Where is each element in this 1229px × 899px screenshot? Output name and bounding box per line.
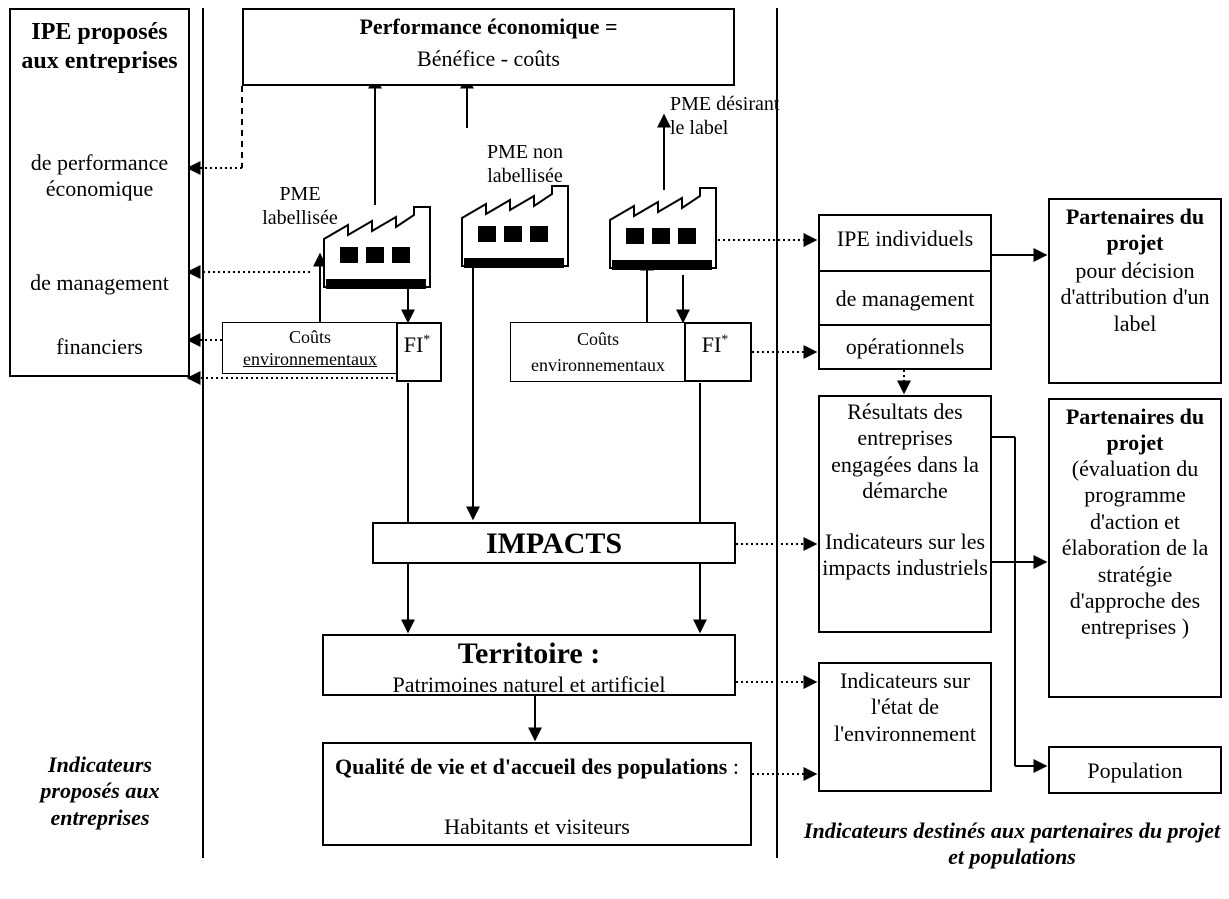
resultats-box: Résultats des entreprises engagées dans … [818,395,992,633]
cost-right-label-1: Coûts [576,329,619,349]
sme-wanting-label: PME désirant le label [670,93,780,139]
factory-icon [323,206,431,289]
factory-icon [461,185,569,268]
factory-icon [609,187,717,270]
left-item-financiers: financiers [56,334,143,359]
fi-label-right: FI* [701,332,729,357]
de-management-label: de management [835,286,975,311]
population-box: Population [1048,746,1222,794]
left-caption: Indicateurs proposés aux entreprises [40,752,160,830]
performance-subtitle: Bénéfice - coûts [417,46,560,71]
performance-title: Performance économique = [359,14,618,39]
cost-box-right: Coûts environnementaux [510,322,686,382]
operationnels-label: opérationnels [845,334,965,359]
cost-left-label-2: environnementaux [243,349,377,369]
qualite-subtitle: Habitants et visiteurs [444,814,630,839]
cost-left-label-1: Coûts [288,327,331,347]
partenaires-2-title: Partenaires du projet [1065,404,1205,456]
cost-box-left: Coûts environnementaux [222,322,398,374]
etat-environnement-box: Indicateurs sur l'état de l'environnemen… [818,662,992,792]
partenaires-2-text: (évaluation du programme d'action et éla… [1061,456,1209,640]
fi-box-right: FI* [684,322,752,382]
impacts-box: IMPACTS [372,522,736,564]
left-item-performance: de performance économique [30,150,169,202]
left-item-management: de management [30,270,169,295]
territoire-box: Territoire : Patrimoines naturel et arti… [322,634,736,697]
partenaires-1-text: pour décision d'attribution d'un label [1060,258,1210,336]
partenaires-1-title: Partenaires du projet [1065,204,1205,256]
qualite-title: Qualité de vie et d'accueil des populati… [335,754,739,779]
territoire-title: Territoire : [457,637,601,670]
ipe-individuels-label: IPE individuels [836,226,974,251]
left-ipe-panel: IPE proposés aux entreprises de performa… [9,8,190,377]
cost-right-label-2: environnementaux [531,355,665,375]
ipe-individuels-box: IPE individuels de management opérationn… [818,214,992,370]
partenaires-box-2: Partenaires du projet (évaluation du pro… [1048,398,1222,698]
performance-box: Performance économique = Bénéfice - coût… [242,8,735,86]
qualite-box: Qualité de vie et d'accueil des populati… [322,742,752,846]
resultats-label: Résultats des entreprises engagées dans … [831,399,979,504]
population-label: Population [1087,758,1183,783]
right-caption: Indicateurs destinés aux partenaires du … [803,818,1221,870]
partenaires-box-1: Partenaires du projet pour décision d'at… [1048,198,1222,384]
fi-label-left: FI* [403,332,431,357]
indicateurs-impacts-label: Indicateurs sur les impacts industriels [822,529,988,581]
left-panel-title: IPE proposés aux entreprises [21,19,178,74]
sme-labelled-label: PME labellisée [262,183,338,229]
fi-box-left: FI* [396,322,442,382]
indicateurs-etat-label: Indicateurs sur l'état de l'environnemen… [833,668,977,746]
impacts-label: IMPACTS [485,527,623,560]
territoire-subtitle: Patrimoines naturel et artificiel [392,672,666,697]
sme-not-labelled-label: PME non labellisée [486,141,564,187]
